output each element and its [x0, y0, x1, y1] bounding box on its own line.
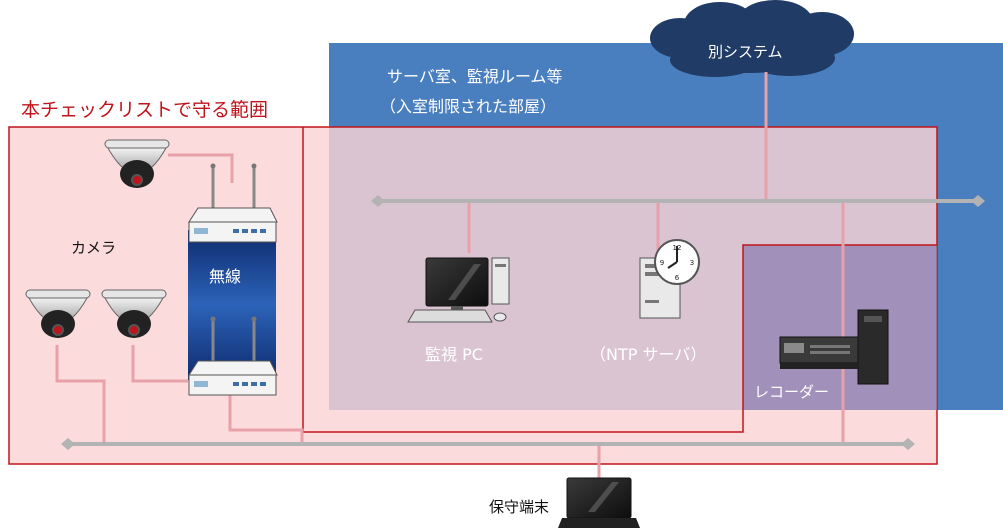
other-system-cloud	[650, 0, 854, 77]
checklist-scope-title: 本チェックリストで守る範囲	[21, 99, 269, 121]
maintenance-terminal-icon	[558, 477, 640, 528]
recorder-icon	[779, 309, 889, 385]
ntp-server-label: （NTP サーバ）	[590, 345, 707, 364]
svg-text:3: 3	[690, 259, 694, 267]
svg-text:9: 9	[660, 259, 664, 267]
wireless-label: 無線	[209, 267, 242, 286]
monitoring-pc-icon	[407, 257, 510, 323]
camera-label: カメラ	[71, 239, 117, 257]
server-room-bus	[371, 195, 985, 207]
access-point-bottom-icon	[188, 316, 278, 396]
dome-camera-1-icon	[104, 139, 170, 188]
access-point-top-icon	[188, 163, 278, 243]
other-system-label: 別システム	[708, 43, 783, 61]
server-room-label-line1: サーバ室、監視ルーム等	[387, 67, 563, 86]
field-bus	[61, 438, 915, 450]
scope-boundary-line	[302, 127, 937, 433]
maintenance-terminal-label: 保守端末	[489, 498, 550, 516]
link-camera3-bus	[131, 345, 188, 383]
recorder-scope-overlap	[743, 245, 937, 410]
server-room-label-line2: （入室制限された部屋）	[380, 97, 557, 116]
recorder-label: レコーダー	[754, 383, 830, 401]
link-wireless-bus	[228, 395, 304, 444]
dome-camera-2-icon	[25, 289, 91, 338]
dome-camera-3-icon	[101, 289, 167, 338]
monitoring-pc-label: 監視 PC	[425, 345, 483, 364]
link-camera1-wireless	[168, 153, 234, 183]
ntp-server-icon: 12 3 6 9	[639, 239, 700, 319]
svg-text:12: 12	[673, 244, 682, 252]
link-camera2-bus	[55, 345, 106, 444]
svg-text:6: 6	[675, 274, 680, 282]
wireless-panel	[188, 230, 276, 380]
